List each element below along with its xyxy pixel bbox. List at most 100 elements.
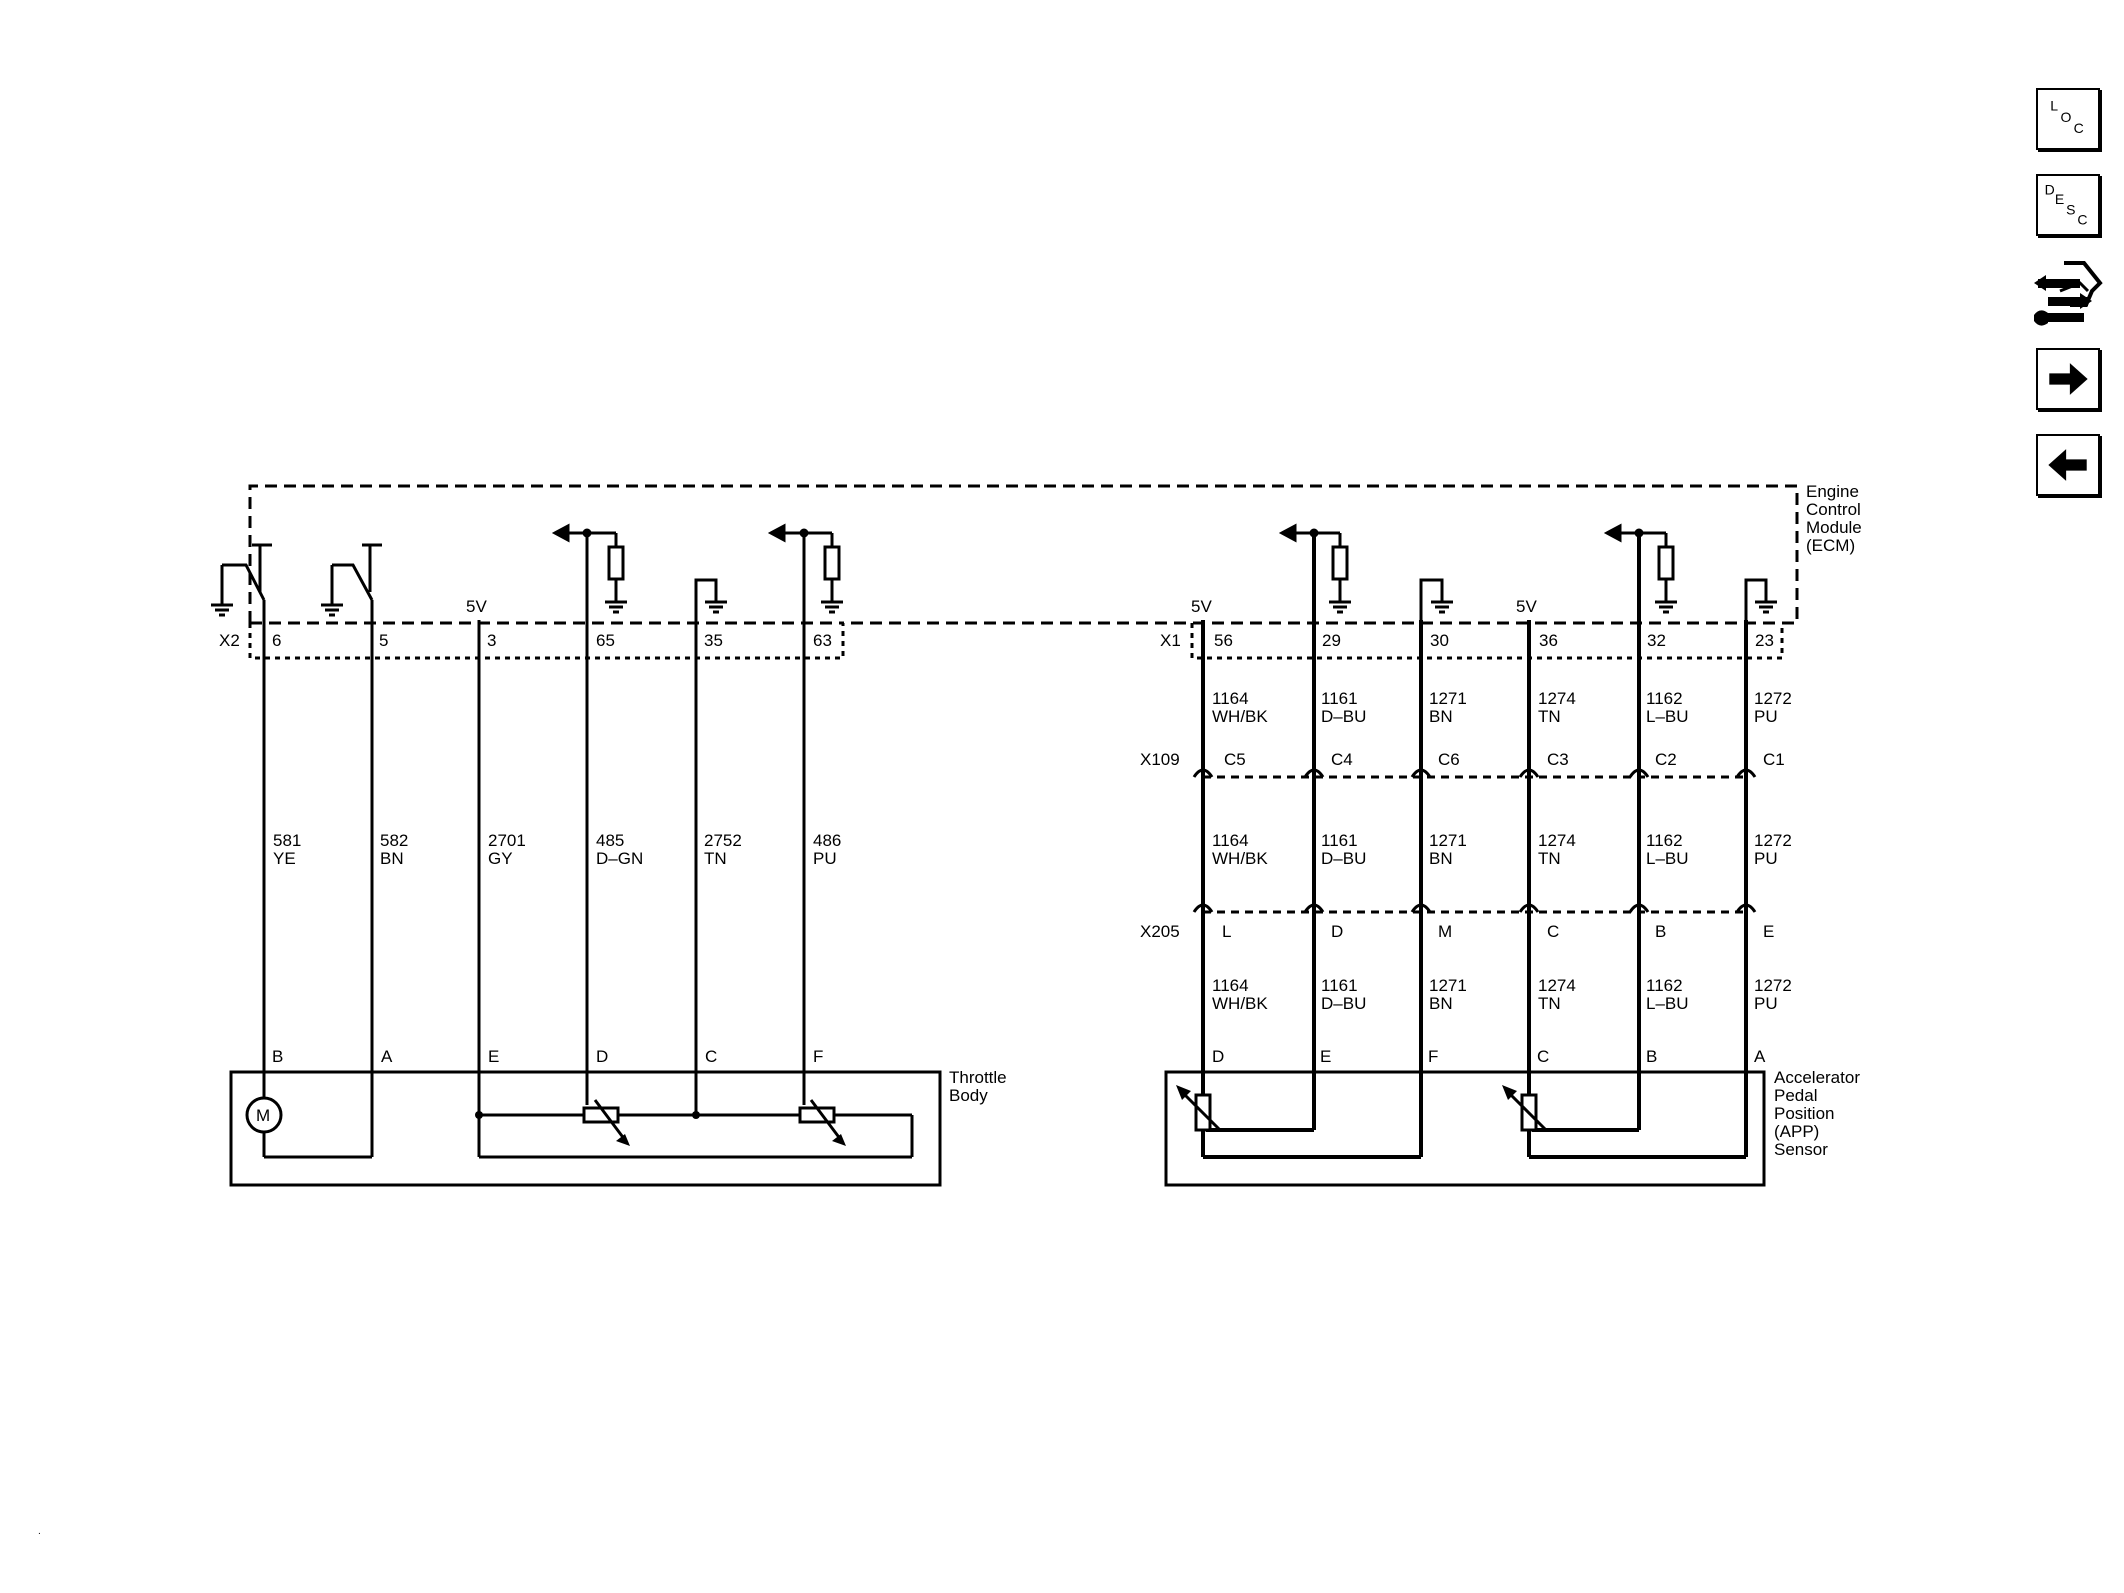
x109-pin-c4: C4 xyxy=(1331,750,1353,769)
throttle-body-wire-labels: 581 YE 582 BN 2701 GY 485 D–GN 2752 TN 4… xyxy=(273,831,841,868)
motor-icon: M xyxy=(256,1106,270,1125)
x205-pin-d: D xyxy=(1331,922,1343,941)
app-pin-e: E xyxy=(1320,1047,1331,1066)
x109-pin-c2: C2 xyxy=(1655,750,1677,769)
app-sensor-wires xyxy=(1201,533,1748,1157)
throttle-body-label-2: Body xyxy=(949,1086,988,1105)
wire-1164-color-1: WH/BK xyxy=(1212,707,1268,726)
wire-1161-color-3: D–BU xyxy=(1321,994,1366,1013)
app-label-5: Sensor xyxy=(1774,1140,1828,1159)
loc-letter-o: O xyxy=(2061,109,2072,125)
app-label-4: (APP) xyxy=(1774,1122,1819,1141)
throttle-body-label-1: Throttle xyxy=(949,1068,1007,1087)
app-sensor: Accelerator Pedal Position (APP) Sensor … xyxy=(1164,1047,1860,1187)
loc-letter-c: C xyxy=(2074,120,2084,136)
wire-1162-color-3: L–BU xyxy=(1646,994,1689,1013)
wire-1161-num-3: 1161 xyxy=(1321,976,1358,995)
app-pin-b: B xyxy=(1646,1047,1657,1066)
x1-pin-30: 30 xyxy=(1430,631,1449,650)
x205-pin-c: C xyxy=(1547,922,1559,941)
wire-1274-color-2: TN xyxy=(1538,849,1561,868)
x205-pin-l: L xyxy=(1222,922,1231,941)
wire-1164-num-3: 1164 xyxy=(1212,976,1249,995)
x1-pin-32: 32 xyxy=(1647,631,1666,650)
desc-icon: D E S C xyxy=(2045,182,2088,228)
x1-label: X1 xyxy=(1160,631,1181,650)
wire-1272-num-1: 1272 xyxy=(1754,689,1792,708)
x2-pin-35: 35 xyxy=(704,631,723,650)
x109-connector: X109 C5 C4 C6 C3 C2 C1 xyxy=(1140,750,1785,779)
wire-1271-color-2: BN xyxy=(1429,849,1453,868)
wire-1271-color-1: BN xyxy=(1429,707,1453,726)
wire-581-color: YE xyxy=(273,849,296,868)
x109-pin-c5: C5 xyxy=(1224,750,1246,769)
wire-1274-color-1: TN xyxy=(1538,707,1561,726)
wire-1274-num-2: 1274 xyxy=(1538,831,1576,850)
app-sensor-wire-labels: 1164 WH/BK 1161 D–BU 1271 BN 1274 TN 116… xyxy=(1212,689,1792,1013)
x2-pin-3: 3 xyxy=(487,631,496,650)
previous-page-button[interactable] xyxy=(2036,434,2100,496)
wire-486-color: PU xyxy=(813,849,837,868)
loc-icon: L O C xyxy=(2050,98,2084,136)
desc-letter-e: E xyxy=(2055,191,2064,207)
x205-pin-b: B xyxy=(1655,922,1666,941)
wire-582-color: BN xyxy=(380,849,404,868)
wire-1164-color-3: WH/BK xyxy=(1212,994,1268,1013)
ecm-connector-x1: X1 56 29 30 36 32 23 5V 5V xyxy=(1160,597,1784,660)
tb-pin-a: A xyxy=(381,1047,393,1066)
ecm-label-4: (ECM) xyxy=(1806,536,1855,555)
wire-1164-color-2: WH/BK xyxy=(1212,849,1268,868)
wire-1164-num-1: 1164 xyxy=(1212,689,1249,708)
tb-pin-d: D xyxy=(596,1047,608,1066)
x2-pin-65: 65 xyxy=(596,631,615,650)
wire-1162-num-1: 1162 xyxy=(1646,689,1683,708)
wire-2701-color: GY xyxy=(488,849,513,868)
desc-letter-d: D xyxy=(2045,182,2055,198)
wire-485-color: D–GN xyxy=(596,849,643,868)
wire-1161-num-1: 1161 xyxy=(1321,689,1358,708)
app-label-3: Position xyxy=(1774,1104,1834,1123)
wire-1274-num-1: 1274 xyxy=(1538,689,1576,708)
wire-1162-num-3: 1162 xyxy=(1646,976,1683,995)
x1-pin-23: 23 xyxy=(1755,631,1774,650)
connector-wrench-icon xyxy=(2034,261,2103,326)
ecm-connector-x2: X2 6 5 3 65 35 63 5V xyxy=(219,597,845,660)
arrow-left-icon xyxy=(2048,449,2087,481)
app-label-1: Accelerator xyxy=(1774,1068,1860,1087)
wire-1272-color-3: PU xyxy=(1754,994,1778,1013)
description-button[interactable]: D E S C xyxy=(2036,174,2100,236)
app-pin-c: C xyxy=(1537,1047,1549,1066)
wire-582-num: 582 xyxy=(380,831,408,850)
wire-1161-color-1: D–BU xyxy=(1321,707,1366,726)
x2-pin-6: 6 xyxy=(272,631,281,650)
x109-pin-c1: C1 xyxy=(1763,750,1785,769)
wire-486-num: 486 xyxy=(813,831,841,850)
corner-mark: . xyxy=(38,1526,41,1537)
app-label-2: Pedal xyxy=(1774,1086,1817,1105)
ecm-motor-drivers xyxy=(209,543,382,617)
tb-pin-b: B xyxy=(272,1047,283,1066)
wire-2752-color: TN xyxy=(704,849,727,868)
wire-581-num: 581 xyxy=(273,831,301,850)
throttle-body-wires xyxy=(262,533,806,1157)
app-pin-a: A xyxy=(1754,1047,1766,1066)
ecm-label-3: Module xyxy=(1806,518,1862,537)
throttle-body: Throttle Body B A E D C F M xyxy=(229,1047,1007,1187)
connector-info-button[interactable] xyxy=(2030,255,2104,331)
wire-1272-color-1: PU xyxy=(1754,707,1778,726)
ecm-label-1: Engine xyxy=(1806,482,1859,501)
x205-connector: X205 L D M C B E xyxy=(1140,903,1774,941)
location-button[interactable]: L O C xyxy=(2036,88,2100,150)
x2-pin-63: 63 xyxy=(813,631,832,650)
wire-1271-num-2: 1271 xyxy=(1429,831,1467,850)
x2-label: X2 xyxy=(219,631,240,650)
tb-pin-c: C xyxy=(705,1047,717,1066)
tb-pin-f: F xyxy=(813,1047,823,1066)
wire-1272-color-2: PU xyxy=(1754,849,1778,868)
wire-1162-color-1: L–BU xyxy=(1646,707,1689,726)
x1-pin-36: 36 xyxy=(1539,631,1558,650)
ecm-tp-sensor-circuits xyxy=(551,523,845,623)
next-page-button[interactable] xyxy=(2036,348,2100,410)
wire-1271-num-3: 1271 xyxy=(1429,976,1467,995)
